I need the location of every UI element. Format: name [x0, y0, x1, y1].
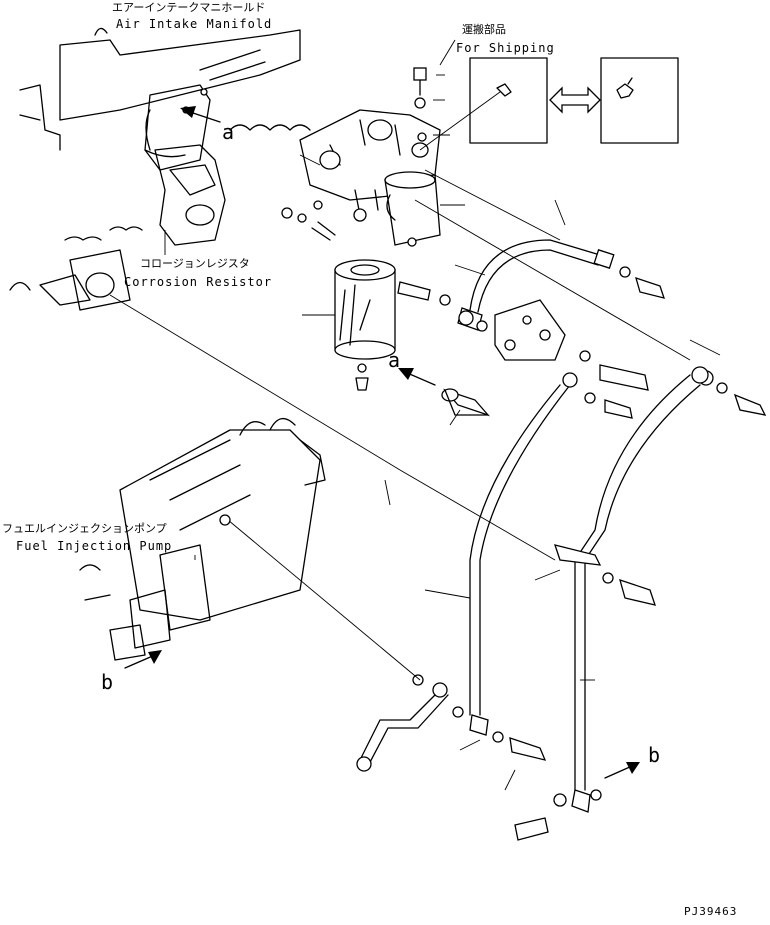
fuel-filter-main	[334, 259, 396, 391]
ref-label-b-left: b	[101, 670, 114, 694]
lower-fasteners	[492, 731, 549, 841]
ref-label-b-right: b	[648, 743, 661, 767]
engine-block-left	[9, 236, 131, 311]
air-intake-label-jp: エアーインテークマニホールド	[112, 1, 266, 14]
spacer-sleeve	[441, 388, 491, 417]
ref-label-a-mid: a	[388, 348, 401, 372]
right-fasteners-mid	[563, 370, 767, 419]
ref-arrow-b-right	[604, 762, 640, 779]
shipping-label-jp: 運搬部品	[462, 23, 506, 36]
fuel-pipe-left	[452, 372, 578, 736]
drawing-number: PJ39463	[684, 905, 738, 918]
pipe-clamp	[554, 544, 656, 606]
ref-arrow-a-top	[180, 106, 221, 123]
label-leaders	[164, 39, 721, 791]
fuel-injection-pump	[79, 418, 326, 661]
fuel-pump-label-jp: フュエルインジェクションポンプ	[2, 522, 167, 535]
fuel-filter-secondary	[384, 171, 441, 247]
banjo-bolts	[397, 281, 488, 332]
corrosion-resistor-label-en: Corrosion Resistor	[124, 275, 273, 289]
filter-head-fasteners	[281, 67, 427, 241]
ref-label-a-top: a	[222, 120, 235, 144]
double-arrow-icon	[549, 86, 601, 114]
fuel-pump-label-en: Fuel Injection Pump	[16, 539, 173, 553]
ref-arrow-b-left	[124, 650, 162, 669]
ref-arrow-a-mid	[398, 368, 436, 386]
air-intake-label-en: Air Intake Manifold	[116, 17, 273, 31]
fuel-pipe-small	[356, 674, 449, 772]
fuel-pipe-right	[553, 366, 709, 813]
shipping-part-boxes	[419, 57, 679, 151]
corrosion-resistor-mount	[109, 144, 226, 246]
fuel-block	[494, 299, 649, 391]
shipping-label-en: For Shipping	[456, 41, 555, 55]
corrosion-resistor-label-jp: コロージョンレジスタ	[140, 257, 250, 270]
